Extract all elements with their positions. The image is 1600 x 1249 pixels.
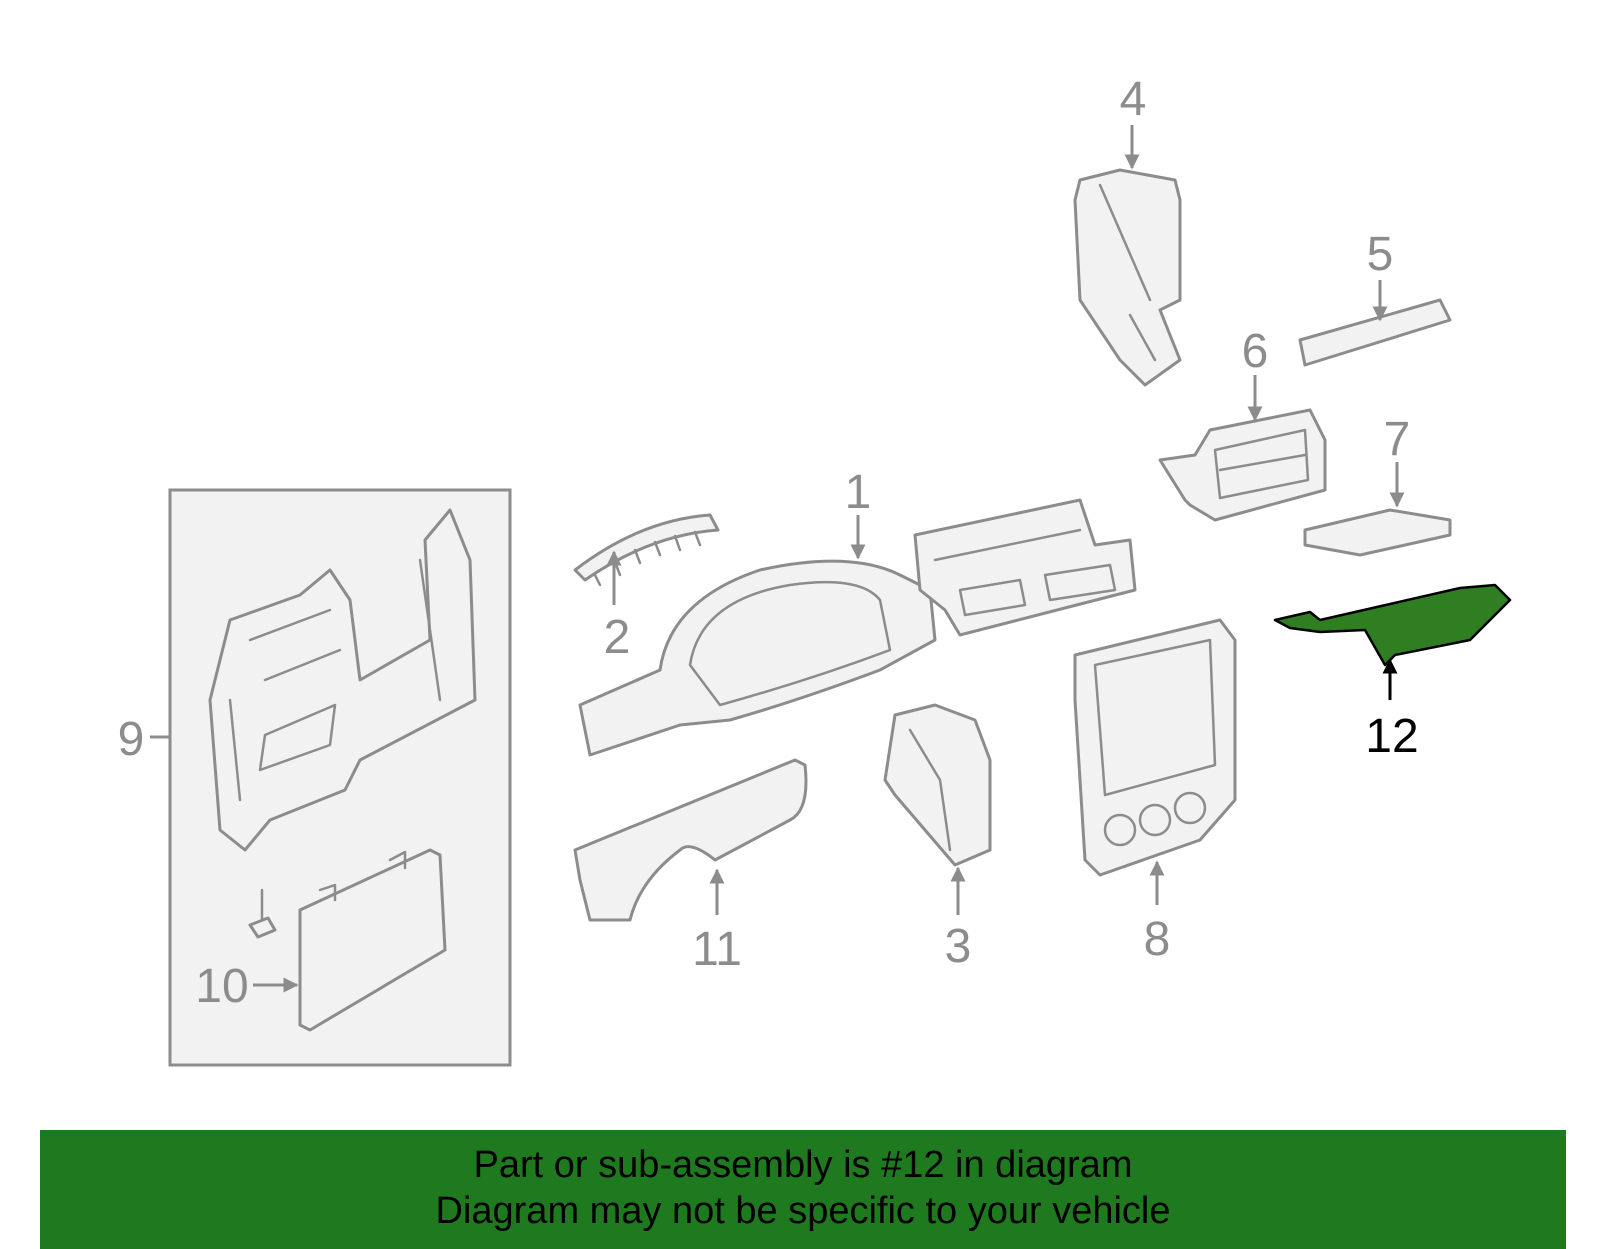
part-12-highlighted (1273, 583, 1512, 667)
callout-12: 12 (1365, 710, 1418, 763)
callout-4: 4 (1120, 73, 1147, 126)
callout-3: 3 (945, 920, 972, 973)
part-1-bezel (578, 559, 937, 757)
part-10-cover (248, 848, 447, 1032)
part-6-bracket (1158, 408, 1327, 522)
callout-7: 7 (1384, 413, 1411, 466)
banner-line-1: Part or sub-assembly is #12 in diagram (473, 1144, 1133, 1186)
callout-9: 9 (118, 713, 145, 766)
callout-11: 11 (692, 923, 742, 976)
part-3-side-panel (883, 703, 992, 867)
part-11-lower-trim (573, 758, 808, 922)
callout-10: 10 (195, 960, 248, 1013)
part-1-vents (913, 498, 1137, 637)
callout-6: 6 (1242, 325, 1269, 378)
part-2-trim (573, 513, 720, 587)
part-5-strip (1298, 298, 1452, 367)
callout-5: 5 (1367, 228, 1394, 281)
part-7-tray (1303, 508, 1452, 557)
info-banner: Part or sub-assembly is #12 in diagram D… (40, 1130, 1566, 1249)
part-8-center-bezel (1073, 618, 1237, 877)
callout-8: 8 (1144, 913, 1171, 966)
part-9-console (208, 508, 477, 852)
callout-2: 2 (604, 611, 631, 664)
part-4-duct (1073, 168, 1182, 387)
banner-line-2: Diagram may not be specific to your vehi… (435, 1190, 1171, 1232)
callout-1: 1 (845, 466, 872, 519)
